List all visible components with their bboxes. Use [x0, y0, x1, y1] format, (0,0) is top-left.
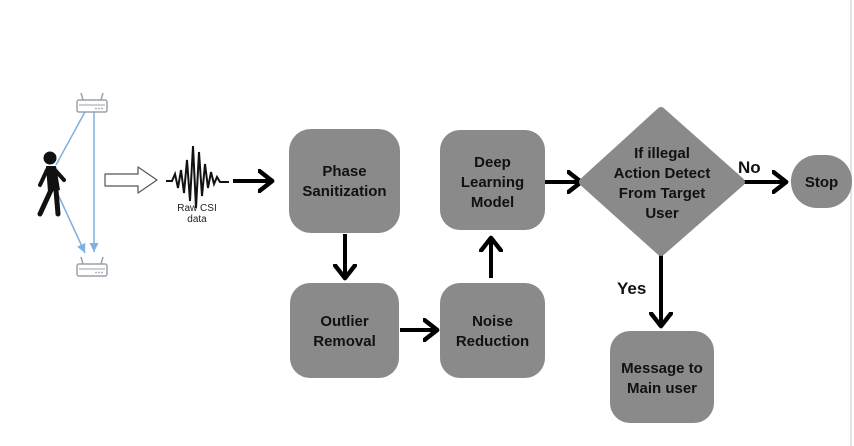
node-phase-line1: Phase: [322, 163, 366, 180]
node-stop-label: Stop: [805, 174, 838, 191]
node-message-main-user: Message to Main user: [610, 331, 714, 423]
node-stop: Stop: [791, 155, 852, 208]
arrows: [233, 181, 785, 330]
node-decision-line4: User: [645, 205, 679, 222]
router-icon: [76, 92, 108, 113]
csi-waveform-icon: [166, 145, 229, 209]
node-phase-sanitization: Phase Sanitization: [289, 129, 400, 233]
signal-lines: [55, 109, 99, 254]
edge-label-no: No: [738, 158, 761, 177]
router-icon: [76, 256, 108, 277]
node-message-line2: Main user: [627, 380, 697, 397]
raw-csi-label-line1: Raw CSI: [177, 203, 216, 214]
node-decision-line3: From Target: [619, 185, 705, 202]
node-noise-line2: Reduction: [456, 333, 529, 350]
node-deep-learning-model: Deep Learning Model: [440, 130, 545, 230]
node-decision-line2: Action Detect: [614, 165, 711, 182]
node-outlier-removal: Outlier Removal: [290, 283, 399, 378]
node-deep-line2: Learning: [461, 174, 524, 191]
reflected-signal-line: [55, 189, 86, 254]
node-noise-reduction: Noise Reduction: [440, 283, 545, 378]
walking-person-icon: [37, 151, 66, 217]
node-message-line1: Message to: [621, 360, 703, 377]
node-outlier-line2: Removal: [313, 333, 376, 350]
node-deep-line3: Model: [471, 194, 514, 211]
raw-csi-label-line2: data: [187, 214, 207, 225]
node-decision-line1: If illegal: [634, 145, 690, 162]
node-deep-line1: Deep: [474, 154, 511, 171]
node-noise-line1: Noise: [472, 313, 513, 330]
edge-label-yes: Yes: [617, 279, 646, 298]
signal-line-to-person: [55, 109, 87, 166]
hollow-arrow-icon: [104, 166, 158, 194]
node-phase-line2: Sanitization: [302, 183, 386, 200]
node-outlier-line1: Outlier: [320, 313, 369, 330]
node-decision: If illegal Action Detect From Target Use…: [579, 107, 745, 256]
